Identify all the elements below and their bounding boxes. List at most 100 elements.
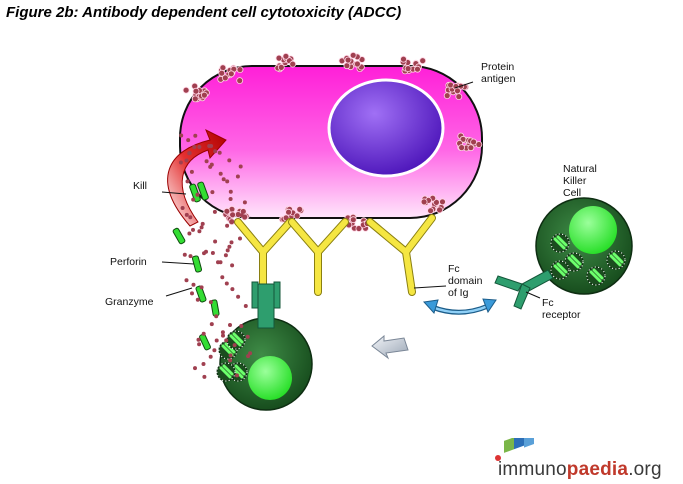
logo-text-suffix: .org xyxy=(628,459,662,480)
label-granzyme: Granzyme xyxy=(105,296,154,308)
label-fc-receptor: Fc receptor xyxy=(542,297,581,321)
granzyme-dot xyxy=(191,282,196,287)
granzyme-dot xyxy=(216,260,220,265)
antibody-1 xyxy=(234,218,294,296)
label-nk-cell-line-1: Natural xyxy=(563,163,597,175)
granzyme-dot xyxy=(193,366,197,371)
granzyme-dot xyxy=(209,322,214,327)
label-fc-domain-line-2: domain xyxy=(448,275,483,287)
granzyme-dot xyxy=(225,223,230,228)
granzyme-dot xyxy=(191,227,195,232)
granzyme-dot xyxy=(213,149,218,154)
granzyme-dot xyxy=(224,281,229,286)
granzyme-dot xyxy=(179,133,184,138)
granzyme-dot xyxy=(236,294,241,299)
granzyme-dot xyxy=(223,253,228,258)
label-fc-receptor-line-2: receptor xyxy=(542,309,581,321)
label-fc-domain-line-3: of Ig xyxy=(448,287,469,299)
granzyme-dot xyxy=(188,215,193,220)
granzyme-dot xyxy=(208,164,213,169)
granzyme-dot xyxy=(243,304,248,308)
antigen-cluster xyxy=(182,82,210,103)
granzyme-dot xyxy=(242,200,247,205)
granzyme-dot xyxy=(209,144,214,148)
antigen-cluster xyxy=(222,205,250,226)
label-nk-cell: Natural Killer Cell xyxy=(563,163,597,199)
granzyme-dot xyxy=(227,158,232,163)
logo-cubes-icon xyxy=(495,438,534,461)
immunopaedia-logo[interactable]: immunopaedia.org xyxy=(488,438,678,480)
granzyme-dot xyxy=(190,291,194,296)
kill-arrow xyxy=(167,128,227,227)
label-fc-receptor-line-1: Fc xyxy=(542,297,554,309)
granzyme-dot xyxy=(186,138,191,143)
granzyme-dot xyxy=(212,209,217,214)
label-protein-antigen-line-1: Protein xyxy=(481,61,515,73)
granzyme-dot xyxy=(199,285,204,290)
granzyme-dot xyxy=(187,231,192,236)
antigen-cluster xyxy=(456,132,483,152)
label-fc-domain: Fc domain of Ig xyxy=(448,263,482,299)
figure-title: Figure 2b: Antibody dependent cell cytot… xyxy=(6,4,402,21)
granzyme-dot xyxy=(235,373,239,378)
perforin-molecules xyxy=(172,181,220,351)
movement-arrow xyxy=(371,334,409,360)
antigen-cluster xyxy=(344,213,371,232)
granzyme-dot xyxy=(210,251,215,255)
granzyme-dot xyxy=(189,169,194,174)
granzyme-dot xyxy=(202,374,207,379)
granzyme-dot xyxy=(188,254,193,259)
granzyme-dot xyxy=(192,145,197,149)
granzyme-dot xyxy=(239,324,244,328)
granzyme-dot xyxy=(195,192,200,197)
granzyme-dot xyxy=(184,212,189,217)
granzyme-dot xyxy=(248,351,253,356)
granzyme-dot xyxy=(214,338,219,343)
granzyme-dot xyxy=(197,342,202,347)
granzyme-dot xyxy=(204,249,208,254)
binding-double-arrow xyxy=(422,298,497,315)
granzyme-dot xyxy=(208,354,213,359)
label-nk-cell-line-2: Killer xyxy=(563,175,587,187)
granzyme-dot xyxy=(214,314,219,319)
logo-text-highlight: paedia xyxy=(566,459,629,480)
granzyme-dot xyxy=(245,334,250,339)
granzyme-dot xyxy=(195,297,200,302)
granzyme-dot xyxy=(180,206,185,210)
antigen-cluster xyxy=(274,52,297,73)
label-fc-domain-line-1: Fc xyxy=(448,263,460,275)
nk-cell-free xyxy=(535,197,633,295)
target-nucleus xyxy=(327,78,445,178)
granzyme-dot xyxy=(238,236,242,241)
granzyme-dot xyxy=(182,252,187,257)
protein-antigen-clusters xyxy=(182,51,483,232)
label-protein-antigen-line-2: antigen xyxy=(481,73,516,85)
fc-receptor-free xyxy=(494,269,554,310)
granzyme-dot xyxy=(213,239,218,244)
granzyme-dot xyxy=(225,248,230,253)
granzyme-dot xyxy=(238,164,243,169)
granzyme-dot xyxy=(210,190,215,195)
granzyme-dot xyxy=(212,348,217,353)
granzyme-dot xyxy=(187,151,192,156)
granzyme-dot xyxy=(225,179,230,184)
granzyme-dot xyxy=(228,358,233,363)
antigen-cluster xyxy=(443,81,470,100)
logo-text-prefix: immuno xyxy=(498,459,567,480)
granzyme-dot xyxy=(239,213,244,218)
granzyme-dot xyxy=(201,362,206,366)
granzyme-dot xyxy=(220,275,225,280)
granzyme-dot xyxy=(235,174,240,179)
granzyme-dot xyxy=(224,338,229,343)
granzyme-dot xyxy=(178,160,183,165)
granzyme-dot xyxy=(230,207,235,212)
antibody-3 xyxy=(366,214,436,296)
antigen-cluster xyxy=(420,194,446,215)
granzyme-dot xyxy=(204,159,209,164)
granzyme-dot xyxy=(246,354,251,359)
granzyme-dot xyxy=(228,323,232,327)
antigen-cluster xyxy=(338,51,366,72)
granzyme-dot xyxy=(228,197,233,201)
granzyme-dot xyxy=(184,278,189,283)
granzyme-dot xyxy=(199,225,204,230)
